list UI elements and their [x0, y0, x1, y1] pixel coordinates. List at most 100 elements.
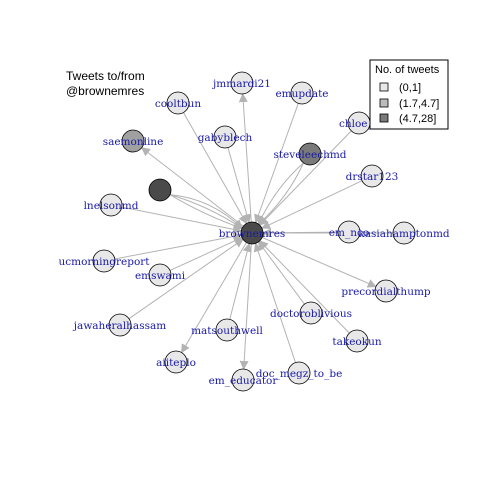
edge — [253, 242, 296, 363]
node-circle — [231, 368, 255, 392]
legend-swatch-2 — [379, 113, 389, 123]
graph-node: aiiteplo — [156, 350, 196, 374]
graph-node — [148, 178, 172, 202]
node-label: drstar123 — [346, 171, 399, 183]
node-label: takeokun — [332, 336, 382, 348]
node-circle — [287, 361, 311, 385]
node-circle — [148, 263, 172, 287]
legend-item-label: (4.7,28] — [399, 113, 436, 125]
node-label: jawaheralhassam — [72, 320, 166, 332]
node-circle — [99, 193, 123, 217]
node-circle — [290, 81, 314, 105]
node-label: ucmorningreport — [58, 256, 150, 268]
node-circle — [166, 91, 190, 115]
edge — [169, 236, 243, 271]
node-label: matsouthwell — [191, 325, 263, 337]
edge — [259, 130, 352, 226]
nodes: jmmardi21 emupdate cooltbun gabyblech saemon… — [58, 71, 450, 392]
node-label: cooltbun — [155, 98, 202, 110]
node-label: em_educator — [209, 375, 279, 387]
edge — [169, 194, 243, 230]
edge — [261, 236, 377, 288]
graph-node: jawaheralhassam — [72, 313, 166, 337]
node-circle — [299, 301, 323, 325]
center-node: brownemres — [219, 221, 286, 245]
node-circle — [240, 221, 264, 245]
node-label: brownemres — [219, 228, 286, 240]
node-label: emswami — [135, 270, 186, 282]
edge — [121, 206, 243, 234]
edge — [257, 162, 304, 225]
legend-item-label: (0,1] — [399, 82, 421, 94]
graph-node: lnelsonmd — [84, 193, 139, 217]
graph-node: gabyblech — [198, 125, 253, 149]
node-label: steveleechmd — [273, 149, 346, 161]
legend-swatch-0 — [379, 82, 389, 92]
graph-node: kasiahamptonmd — [358, 221, 450, 245]
graph-node: emupdate — [275, 81, 329, 105]
node-label: precordialthump — [341, 286, 431, 298]
legend-swatch-1 — [379, 98, 389, 108]
node-circle — [230, 71, 254, 95]
edge — [183, 112, 248, 225]
graph-node: chloe_e — [339, 111, 379, 135]
graph-node: precordialthump — [341, 279, 431, 303]
title-line-1: Tweets to/from — [66, 69, 145, 83]
node-circle — [374, 279, 398, 303]
edge — [257, 162, 304, 225]
node-label: jmmardi21 — [211, 78, 271, 90]
legend: No. of tweets (0,1] (1.7,4.7] (4.7,28] — [369, 59, 449, 130]
node-label: lnelsonmd — [84, 200, 139, 212]
edge — [254, 103, 299, 224]
graph-node: drstar123 — [346, 164, 399, 188]
node-circle — [148, 178, 172, 202]
node-label: chloe_e — [339, 118, 379, 130]
edge — [181, 242, 247, 354]
node-label: em_nco — [329, 227, 369, 239]
edge — [229, 242, 252, 320]
node-circle — [337, 220, 361, 244]
graph-node: em_nco — [329, 220, 369, 244]
node-label: saemonline — [103, 136, 164, 148]
graph-node: jmmardi21 — [211, 71, 271, 95]
node-circle — [121, 129, 145, 153]
legend-item-label: (1.7,4.7] — [399, 98, 439, 110]
graph-node: steveleechmd — [273, 142, 347, 166]
title-line-2: @brownemres — [66, 84, 144, 98]
graph-node: takeokun — [332, 329, 382, 353]
node-label: kasiahamptonmd — [358, 228, 450, 240]
graph-node: cooltbun — [155, 91, 202, 115]
node-circle — [215, 318, 239, 342]
edge — [128, 238, 244, 320]
graph-node: em_educator — [209, 368, 279, 392]
legend-title: No. of tweets — [375, 64, 440, 76]
graph-node: emswami — [135, 263, 186, 287]
node-label: doctoroblivious — [270, 308, 352, 320]
edge — [261, 180, 363, 229]
node-circle — [164, 350, 188, 374]
edges — [114, 93, 393, 370]
node-circle — [392, 221, 416, 245]
node-label: aiiteplo — [156, 357, 196, 369]
node-label: emupdate — [275, 88, 328, 100]
edge — [238, 93, 252, 223]
node-circle — [345, 329, 369, 353]
edge — [259, 240, 350, 334]
edge — [114, 232, 243, 260]
graph-node: saemonline — [103, 129, 164, 153]
node-circle — [360, 164, 384, 188]
node-label: gabyblech — [198, 132, 253, 144]
node-circle — [92, 249, 116, 273]
edge — [169, 194, 243, 229]
graph-node: ucmorningreport — [58, 249, 150, 273]
edge — [227, 147, 252, 224]
graph-node: doc_megz_to_be — [256, 361, 343, 385]
graph-node: matsouthwell — [191, 318, 264, 342]
edge — [169, 194, 243, 229]
node-circle — [108, 313, 132, 337]
graph-node: doctoroblivious — [270, 301, 352, 325]
edge — [239, 243, 252, 370]
node-label: doc_megz_to_be — [256, 368, 343, 380]
node-circle — [298, 142, 322, 166]
